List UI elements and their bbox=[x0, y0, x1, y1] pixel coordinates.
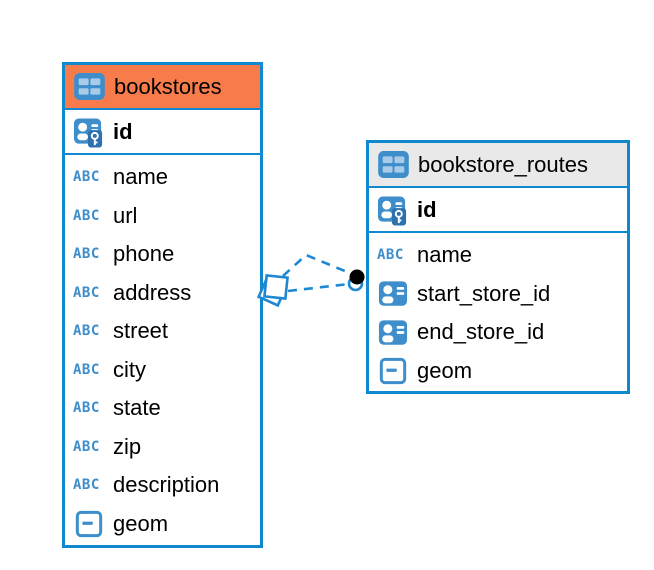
field-row-state[interactable]: ABC state bbox=[65, 389, 260, 428]
field-label: end_store_id bbox=[417, 319, 545, 345]
foreign-key-icon bbox=[377, 279, 408, 309]
black-dot-marker bbox=[347, 269, 365, 292]
text-type-icon: ABC bbox=[73, 207, 100, 224]
text-type-icon: ABC bbox=[377, 247, 404, 264]
field-row-name[interactable]: ABC name bbox=[65, 158, 260, 197]
field-label: geom bbox=[113, 510, 169, 536]
primary-key-icon bbox=[377, 195, 408, 225]
primary-key-label: id bbox=[417, 196, 437, 222]
text-type-icon: ABC bbox=[73, 169, 100, 186]
field-label: geom bbox=[417, 357, 473, 383]
geometry-type-icon bbox=[377, 356, 408, 386]
field-label: city bbox=[113, 356, 146, 382]
field-row-end-store-id[interactable]: end_store_id bbox=[369, 313, 627, 352]
table-bookstore-routes-header[interactable]: bookstore_routes bbox=[369, 143, 627, 188]
text-type-icon: ABC bbox=[73, 361, 100, 378]
field-label: state bbox=[113, 395, 161, 421]
table-bookstores-header[interactable]: bookstores bbox=[65, 65, 260, 110]
primary-key-row[interactable]: id bbox=[369, 188, 627, 233]
field-label: street bbox=[113, 318, 169, 344]
table-bookstore-routes[interactable]: bookstore_routes id ABC name start_store… bbox=[366, 140, 630, 394]
relationship-line-lower[interactable] bbox=[287, 282, 350, 293]
field-row-geom[interactable]: geom bbox=[369, 351, 627, 390]
field-row-street[interactable]: ABC street bbox=[65, 312, 260, 351]
primary-key-row[interactable]: id bbox=[65, 110, 260, 155]
table-bookstores[interactable]: bookstores id ABC name ABC url ABC phone… bbox=[62, 62, 263, 548]
field-list: ABC name start_store_id end_store_id ge bbox=[369, 233, 627, 390]
field-label: phone bbox=[113, 241, 175, 267]
field-label: name bbox=[113, 164, 169, 190]
field-row-url[interactable]: ABC url bbox=[65, 196, 260, 235]
table-title: bookstores bbox=[114, 73, 222, 99]
geometry-type-icon bbox=[73, 509, 104, 539]
field-label: name bbox=[417, 242, 473, 268]
field-label: address bbox=[113, 279, 192, 305]
field-row-address[interactable]: ABC address bbox=[65, 273, 260, 312]
foreign-key-icon bbox=[377, 317, 408, 347]
field-row-geom[interactable]: geom bbox=[65, 504, 260, 543]
text-type-icon: ABC bbox=[73, 284, 100, 301]
primary-key-label: id bbox=[113, 118, 133, 144]
table-title: bookstore_routes bbox=[418, 151, 588, 177]
field-row-name[interactable]: ABC name bbox=[369, 236, 627, 275]
field-row-city[interactable]: ABC city bbox=[65, 350, 260, 389]
text-type-icon: ABC bbox=[73, 400, 100, 417]
relationship-line-upper[interactable] bbox=[282, 253, 353, 277]
field-label: zip bbox=[113, 433, 142, 459]
field-row-description[interactable]: ABC description bbox=[65, 466, 260, 505]
field-row-zip[interactable]: ABC zip bbox=[65, 427, 260, 466]
field-row-phone[interactable]: ABC phone bbox=[65, 235, 260, 274]
text-type-icon: ABC bbox=[73, 323, 100, 340]
field-label: url bbox=[113, 202, 138, 228]
text-type-icon: ABC bbox=[73, 438, 100, 455]
table-icon bbox=[74, 72, 105, 102]
field-list: ABC name ABC url ABC phone ABC address A… bbox=[65, 155, 260, 543]
field-label: description bbox=[113, 472, 220, 498]
field-row-start-store-id[interactable]: start_store_id bbox=[369, 274, 627, 313]
primary-key-icon bbox=[73, 117, 104, 147]
field-label: start_store_id bbox=[417, 280, 551, 306]
text-type-icon: ABC bbox=[73, 246, 100, 263]
table-icon bbox=[378, 150, 409, 180]
text-type-icon: ABC bbox=[73, 477, 100, 494]
